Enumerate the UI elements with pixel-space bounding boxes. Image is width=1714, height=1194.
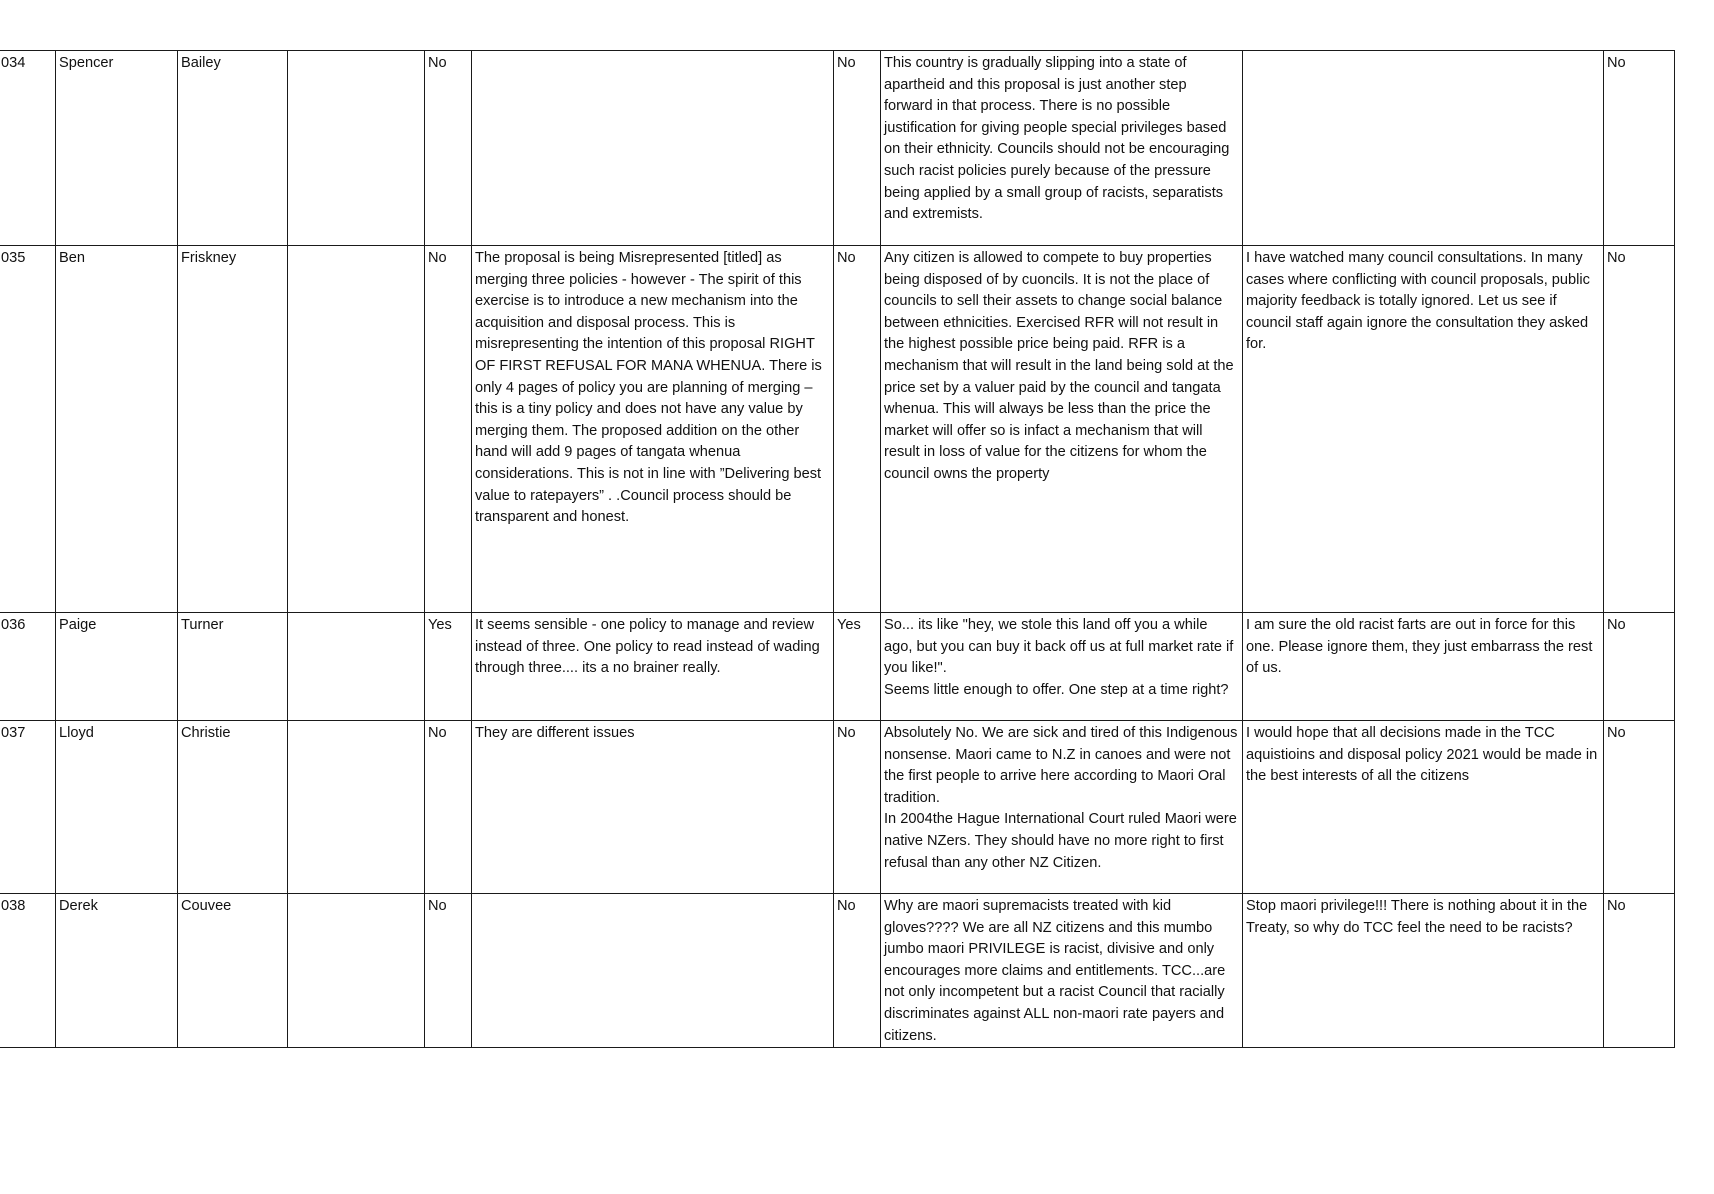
table-row: 038 Derek Couvee No No Why are maori sup… xyxy=(0,892,1675,1049)
last-name: Couvee xyxy=(177,892,288,1049)
merge-policy-answer: No xyxy=(424,720,472,894)
table-row: 036 Paige Turner Yes It seems sensible -… xyxy=(0,612,1675,721)
first-name: Paige xyxy=(55,612,178,721)
first-name: Ben xyxy=(55,245,178,613)
first-refusal-answer: No xyxy=(833,720,881,894)
merge-policy-answer: Yes xyxy=(424,612,472,721)
other-comment: Stop maori privilege!!! There is nothing… xyxy=(1242,892,1604,1049)
first-refusal-answer: No xyxy=(833,50,881,246)
submission-id: 038 xyxy=(0,892,56,1049)
first-refusal-answer: No xyxy=(833,245,881,613)
final-answer: No xyxy=(1603,612,1675,721)
last-name: Bailey xyxy=(177,50,288,246)
other-comment xyxy=(1242,50,1604,246)
first-refusal-answer: No xyxy=(833,892,881,1049)
merge-policy-answer: No xyxy=(424,892,472,1049)
first-refusal-answer: Yes xyxy=(833,612,881,721)
first-refusal-comment: Why are maori supremacists treated with … xyxy=(880,892,1243,1049)
submission-id: 036 xyxy=(0,612,56,721)
merge-policy-answer: No xyxy=(424,50,472,246)
final-answer: No xyxy=(1603,892,1675,1049)
submission-id: 035 xyxy=(0,245,56,613)
last-name: Friskney xyxy=(177,245,288,613)
first-name: Derek xyxy=(55,892,178,1049)
final-answer: No xyxy=(1603,720,1675,894)
blank-cell xyxy=(287,720,425,894)
table-row: 035 Ben Friskney No The proposal is bein… xyxy=(0,245,1675,613)
other-comment: I would hope that all decisions made in … xyxy=(1242,720,1604,894)
merge-policy-comment: They are different issues xyxy=(471,720,834,894)
merge-policy-answer: No xyxy=(424,245,472,613)
table-row: 034 Spencer Bailey No No This country is… xyxy=(0,50,1675,246)
merge-policy-comment: It seems sensible - one policy to manage… xyxy=(471,612,834,721)
table-row: 037 Lloyd Christie No They are different… xyxy=(0,720,1675,894)
first-refusal-comment: This country is gradually slipping into … xyxy=(880,50,1243,246)
merge-policy-comment: The proposal is being Misrepresented [ti… xyxy=(471,245,834,613)
first-refusal-comment: Any citizen is allowed to compete to buy… xyxy=(880,245,1243,613)
first-name: Spencer xyxy=(55,50,178,246)
blank-cell xyxy=(287,245,425,613)
first-name: Lloyd xyxy=(55,720,178,894)
merge-policy-comment xyxy=(471,50,834,246)
merge-policy-comment xyxy=(471,892,834,1049)
other-comment: I am sure the old racist farts are out i… xyxy=(1242,612,1604,721)
first-refusal-comment: Absolutely No. We are sick and tired of … xyxy=(880,720,1243,894)
blank-cell xyxy=(287,50,425,246)
submissions-table: 034 Spencer Bailey No No This country is… xyxy=(0,50,1675,1049)
blank-cell xyxy=(287,892,425,1049)
last-name: Christie xyxy=(177,720,288,894)
submission-id: 034 xyxy=(0,50,56,246)
first-refusal-comment: So... its like "hey, we stole this land … xyxy=(880,612,1243,721)
submission-id: 037 xyxy=(0,720,56,894)
other-comment: I have watched many council consultation… xyxy=(1242,245,1604,613)
last-name: Turner xyxy=(177,612,288,721)
blank-cell xyxy=(287,612,425,721)
final-answer: No xyxy=(1603,245,1675,613)
final-answer: No xyxy=(1603,50,1675,246)
